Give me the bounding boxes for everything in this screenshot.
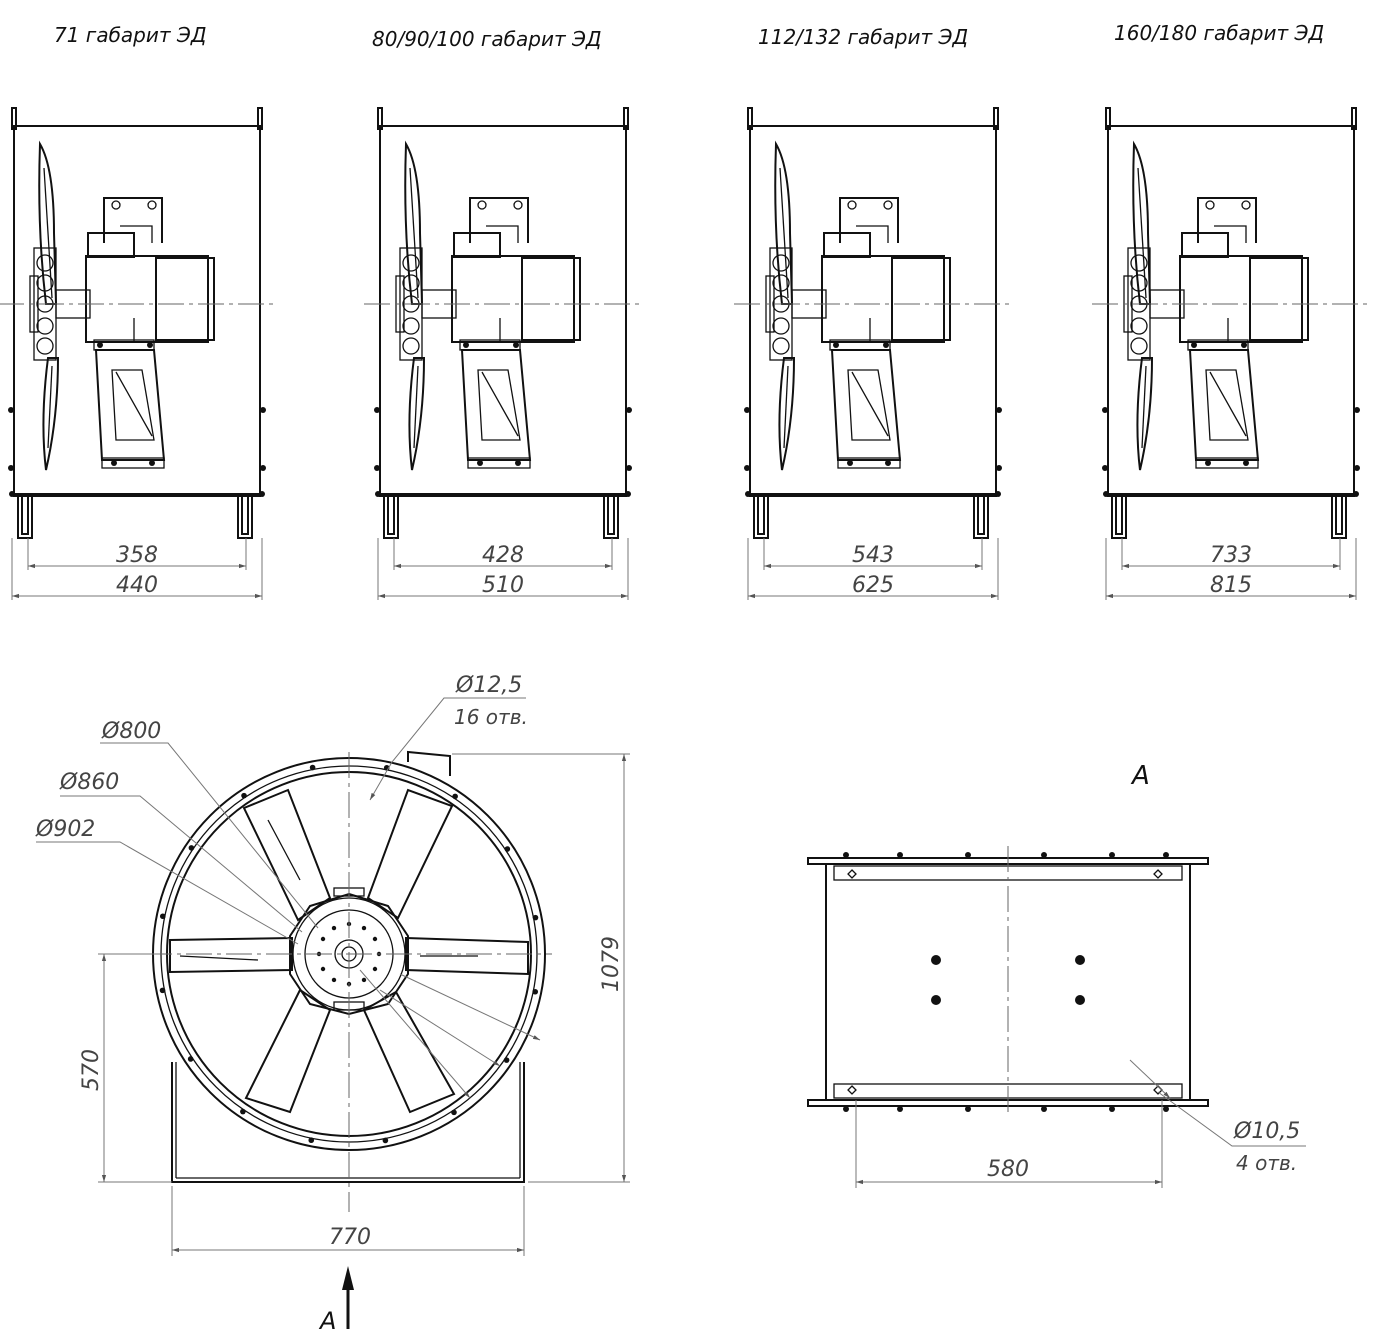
bolt-hole: [1109, 852, 1115, 858]
dimension-inner: 733: [1210, 543, 1252, 568]
bolt-hole: [361, 977, 367, 983]
view-a-hole-count: 4 отв.: [1236, 1151, 1297, 1175]
dimension-outer: 625: [852, 573, 894, 598]
diameter-800-label: Ø800: [101, 719, 161, 744]
bolt-hole: [965, 852, 971, 858]
width-label: 770: [329, 1225, 371, 1250]
side-view-2: 80/90/100 габарит ЭД 428 510: [364, 27, 642, 600]
bolt-hole: [331, 977, 337, 983]
view-a-width-label: 580: [987, 1157, 1029, 1182]
hole-count-label: 16 отв.: [454, 705, 528, 729]
bolt-hole: [372, 936, 378, 942]
bolt-hole: [532, 988, 539, 995]
view-a-title: А: [1130, 761, 1150, 791]
bolt-hole: [241, 792, 247, 799]
view-a-hole-diameter: Ø10,5: [1233, 1119, 1300, 1144]
bolt-hole: [1163, 1106, 1169, 1112]
bolt-hole: [382, 1137, 389, 1144]
bolt-hole: [451, 1109, 457, 1116]
view-arrow-label: А: [318, 1307, 336, 1329]
bolt-hole: [503, 1057, 510, 1063]
bolt-hole: [309, 764, 316, 771]
bolt-hole: [843, 1106, 849, 1112]
dimension-outer: 440: [116, 573, 158, 598]
fan-stand: [171, 1062, 525, 1183]
axis-height-label: 570: [79, 1049, 104, 1091]
diameter-902-label: Ø902: [35, 817, 95, 842]
side-view-title: 71 габарит ЭД: [54, 23, 206, 47]
side-view-4: 160/180 габарит ЭД 733 815: [1092, 21, 1370, 600]
diameter-860-label: Ø860: [59, 770, 119, 795]
dimension-inner: 428: [482, 543, 524, 568]
bolt-hole: [159, 987, 166, 994]
side-view-title: 112/132 габарит ЭД: [758, 25, 968, 49]
front-view: Ø12,5 16 отв. Ø800 Ø860 Ø902 1079 570 77…: [35, 673, 630, 1329]
view-a: А Ø10,5 4 отв. 580: [807, 761, 1306, 1188]
side-view-1: 71 габарит ЭД 358 440: [0, 23, 276, 600]
dimension-outer: 510: [482, 573, 524, 598]
dimension-outer: 815: [1210, 573, 1252, 598]
dimension-inner: 543: [852, 543, 894, 568]
bolt-hole: [897, 1106, 903, 1112]
bolt-hole: [965, 1106, 971, 1112]
bolt-hole: [320, 966, 326, 972]
bolt-hole: [331, 925, 337, 931]
bolt-hole: [452, 793, 458, 800]
bolt-hole: [372, 966, 378, 972]
bolt-hole: [1041, 1106, 1047, 1112]
height-total-label: 1079: [599, 936, 624, 992]
bolt-hole: [361, 925, 367, 931]
side-view-3: 112/132 габарит ЭД 543 625: [734, 25, 1012, 600]
bolt-hole: [532, 914, 539, 921]
bolt-hole: [320, 936, 326, 942]
bolt-hole: [1163, 852, 1169, 858]
bolt-hole: [308, 1137, 315, 1144]
side-view-title: 160/180 габарит ЭД: [1114, 21, 1324, 45]
flange-holes: [159, 764, 539, 1144]
dimension-inner: 358: [116, 543, 158, 568]
bolt-hole: [1109, 1106, 1115, 1112]
bolt-hole: [1041, 852, 1047, 858]
side-view-title: 80/90/100 габарит ЭД: [372, 27, 602, 51]
hole-diameter-label: Ø12,5: [455, 673, 522, 698]
bolt-hole: [188, 845, 195, 851]
bolt-hole: [504, 846, 511, 852]
bolt-hole: [187, 1056, 194, 1062]
bolt-hole: [897, 852, 903, 858]
bolt-hole: [843, 852, 849, 858]
bolt-hole: [159, 913, 166, 920]
bolt-hole: [240, 1108, 246, 1115]
